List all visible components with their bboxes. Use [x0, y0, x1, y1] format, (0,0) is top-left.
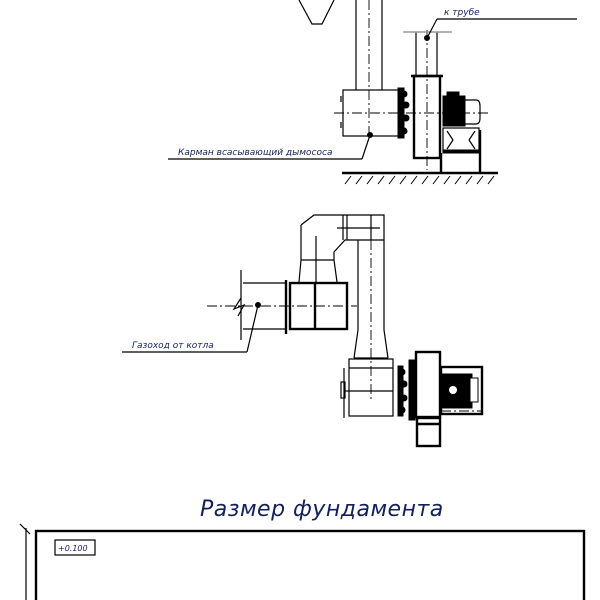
flange-bolts-2: [397, 365, 408, 417]
fan-flange-2: [408, 359, 416, 421]
motor-plan: [439, 365, 484, 416]
foundation-outline: [34, 529, 586, 600]
motor-end-cap: [465, 99, 481, 125]
foundation-title: Размер фундамента: [200, 497, 444, 522]
elevation-label: +0.100: [58, 544, 88, 553]
callout-to-chimney: к трубе: [424, 8, 577, 41]
foundation-section: Размер фундамента +0.100: [19, 497, 586, 600]
riser-cone: [353, 329, 389, 359]
callout-boiler-duct: Газоход от котла: [122, 302, 261, 353]
lower-pocket-tab: [340, 381, 346, 399]
callout-suction-pocket: Карман всасывающий дымососа: [168, 132, 373, 160]
ground-hatch: [344, 175, 495, 185]
motor-frame: [439, 127, 482, 172]
dimension-tick: [19, 523, 31, 535]
break-symbol: [232, 297, 246, 317]
motor-body: [442, 95, 466, 127]
motor-terminal-box: [446, 91, 460, 99]
label-boiler-duct: Газоход от котла: [132, 341, 214, 351]
flange-bolts: [397, 87, 410, 139]
elevation-mark: +0.100: [54, 539, 96, 556]
transition-cone: [298, 259, 338, 283]
view-1-side-elevation: к трубе Карман всасывающий дымососа: [168, 0, 577, 185]
hopper-outline: [298, 0, 335, 25]
fan-housing-2: [414, 350, 442, 419]
label-to-chimney: к трубе: [444, 8, 480, 18]
fan-base: [415, 416, 442, 448]
view-2-plan: Газоход от котла: [122, 214, 484, 448]
lower-pocket: [348, 358, 394, 417]
label-suction-pocket: Карман всасывающий дымососа: [178, 148, 332, 158]
